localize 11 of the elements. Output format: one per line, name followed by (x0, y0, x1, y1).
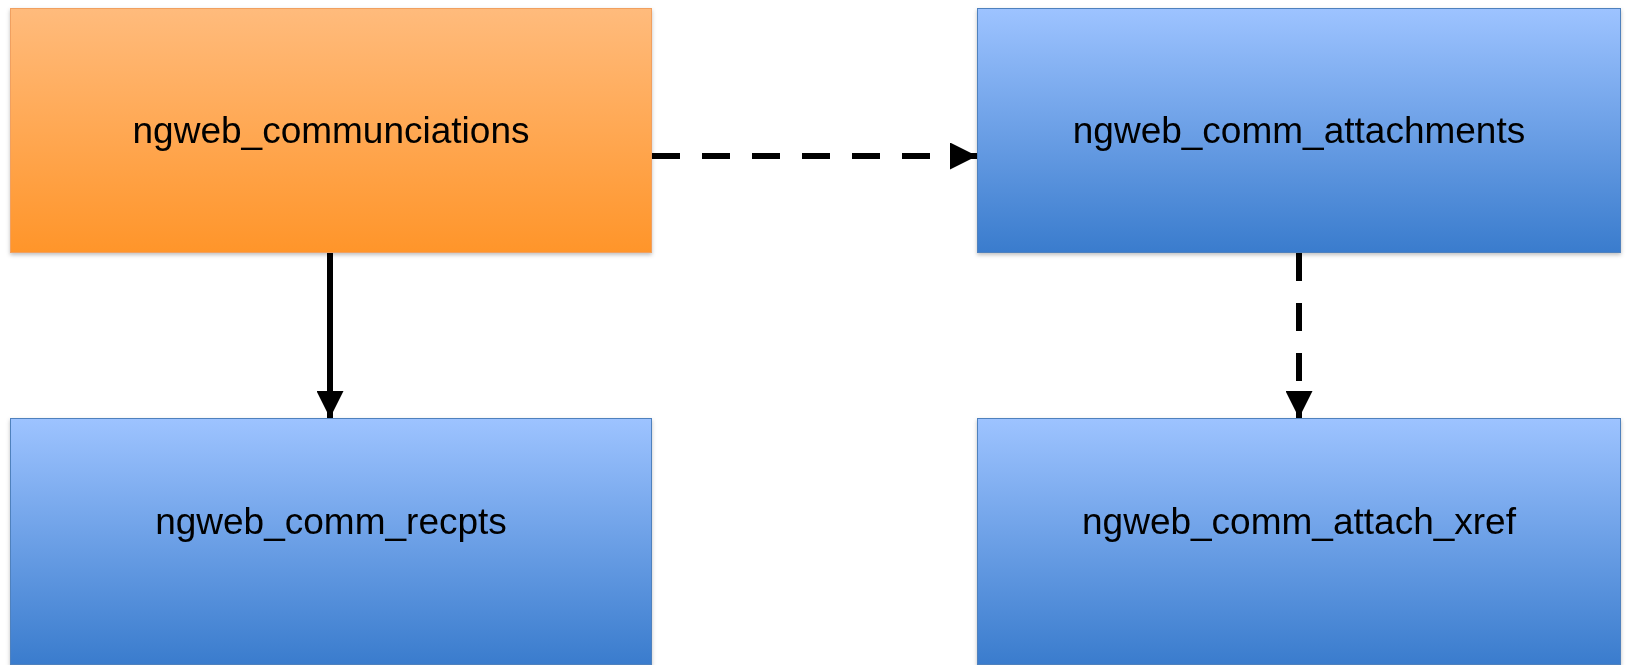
table-box (977, 418, 1621, 665)
arrow (316, 253, 344, 418)
table-box (977, 8, 1621, 253)
table-name: ngweb_communciations (132, 109, 530, 152)
arrow (1285, 253, 1313, 418)
arrow (652, 142, 977, 170)
table-name: ngweb_comm_attachments (1072, 109, 1526, 152)
table-name: ngweb_comm_attach_xref (1082, 500, 1516, 543)
table-box (10, 8, 652, 253)
table-name: ngweb_comm_recpts (155, 500, 507, 543)
table-box (10, 418, 652, 665)
